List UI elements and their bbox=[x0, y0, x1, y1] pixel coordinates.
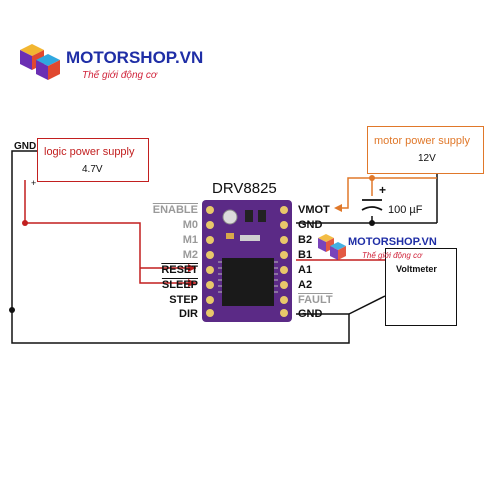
pin-label-b2: B2 bbox=[298, 234, 313, 246]
junction-dot bbox=[9, 307, 15, 313]
watermark-tagline: Thế giới động cơ bbox=[362, 251, 422, 260]
driver-chip bbox=[222, 258, 274, 306]
junction-dot bbox=[22, 220, 28, 226]
pin-label-enable: ENABLE bbox=[152, 204, 198, 216]
capacitor-icon bbox=[361, 199, 383, 211]
pin-label-m0: M0 bbox=[182, 219, 198, 231]
drv8825-board bbox=[202, 200, 292, 322]
logic-supply-title: logic power supply bbox=[44, 146, 135, 158]
pin-label-dir: DIR bbox=[179, 308, 198, 320]
logic-power-supply-box bbox=[37, 138, 149, 182]
pin-label-step: STEP bbox=[169, 294, 198, 306]
junction-dot bbox=[369, 220, 375, 226]
voltmeter-box bbox=[385, 248, 457, 326]
brand-logo bbox=[16, 40, 64, 84]
potentiometer-icon bbox=[222, 209, 238, 225]
watermark-name: MOTORSHOP.VN bbox=[348, 236, 437, 248]
pin-label-sleep: SLEEP bbox=[161, 279, 198, 291]
pin-label-fault: FAULT bbox=[298, 294, 333, 306]
junction-dot bbox=[369, 175, 375, 181]
arrow-icon bbox=[334, 204, 342, 212]
logic-supply-plus: + bbox=[31, 178, 37, 188]
pin-label-m1: M1 bbox=[182, 234, 198, 246]
pin-label-reset: RESET bbox=[161, 264, 198, 276]
motor-supply-title: motor power supply bbox=[374, 135, 470, 147]
pin-label-gnd-motor: GND bbox=[298, 219, 323, 231]
arrow-icon bbox=[188, 264, 196, 272]
voltmeter-label: Voltmeter bbox=[396, 264, 437, 274]
logic-supply-voltage: 4.7V bbox=[82, 164, 103, 175]
pin-label-a1: A1 bbox=[298, 264, 313, 276]
pin-label-b1: B1 bbox=[298, 249, 313, 261]
watermark-logo-icon bbox=[318, 234, 346, 260]
capacitor-value: 100 µF bbox=[388, 204, 423, 216]
pin-label-gnd-logic: GND bbox=[298, 308, 323, 320]
logic-wires bbox=[24, 180, 385, 284]
board-pins bbox=[206, 206, 288, 317]
ground-wires bbox=[11, 150, 438, 344]
motor-power-supply-box bbox=[367, 126, 484, 174]
chip-title: DRV8825 bbox=[212, 180, 277, 197]
pin-label-m2: M2 bbox=[182, 249, 198, 261]
pin-label-a2: A2 bbox=[298, 279, 313, 291]
motorshop-logo-icon bbox=[20, 44, 60, 80]
pin-label-vmot: VMOT bbox=[298, 204, 330, 216]
ground-label: GND bbox=[14, 141, 37, 152]
arrow-icon bbox=[188, 279, 196, 287]
capacitor-plus: + bbox=[379, 183, 387, 197]
motor-supply-voltage: 12V bbox=[418, 153, 436, 164]
brand-tagline: Thế giới động cơ bbox=[82, 70, 157, 81]
brand-name: MOTORSHOP.VN bbox=[66, 48, 204, 67]
